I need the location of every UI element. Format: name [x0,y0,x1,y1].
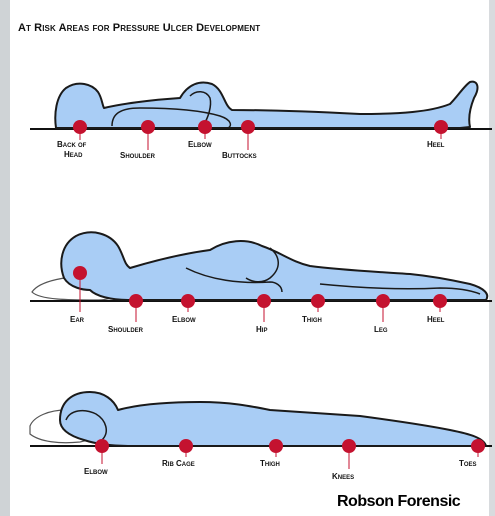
label-heel: Heel [427,140,445,149]
body-side-lying [61,232,487,300]
marker-thigh [311,294,325,312]
label-ear: Ear [70,315,85,324]
label-thigh: Thigh [302,315,322,324]
label-back-of-head-line2: Head [64,150,83,159]
marker-heel [434,120,448,139]
marker-leg [376,294,390,322]
marker-thigh [269,439,283,457]
label-elbow: Elbow [188,140,212,149]
label-elbow: Elbow [84,467,108,476]
label-rib-cage: Rib Cage [162,459,195,468]
figure-prone: Elbow Rib Cage Thigh Knees Toes [30,392,492,481]
marker-back-of-head [73,120,87,140]
marker-elbow [198,120,212,139]
label-thigh: Thigh [260,459,280,468]
label-hip: Hip [256,325,267,334]
marker-hip [257,294,271,322]
label-toes: Toes [459,459,477,468]
marker-toes [471,439,485,457]
body-supine [55,82,477,128]
body-prone [60,392,486,446]
brand-logo-text: Robson Forensic [337,493,460,511]
label-elbow: Elbow [172,315,196,324]
label-leg: Leg [374,325,388,334]
label-heel: Heel [427,315,445,324]
label-shoulder: Shoulder [108,325,144,334]
marker-shoulder [141,120,155,150]
marker-elbow [95,439,109,464]
figure-supine: Back of Head Shoulder Elbow Buttocks Hee… [30,82,492,160]
figure-side-lying: Ear Shoulder Elbow Hip Thigh Leg Heel [30,232,492,334]
marker-elbow [181,294,195,312]
marker-buttocks [241,120,255,150]
marker-shoulder [129,294,143,322]
label-knees: Knees [332,472,354,481]
label-back-of-head-line1: Back of [57,140,87,149]
marker-knees [342,439,356,469]
label-shoulder: Shoulder [120,151,156,160]
label-buttocks: Buttocks [222,151,257,160]
marker-rib-cage [179,439,193,457]
marker-heel [433,294,447,312]
